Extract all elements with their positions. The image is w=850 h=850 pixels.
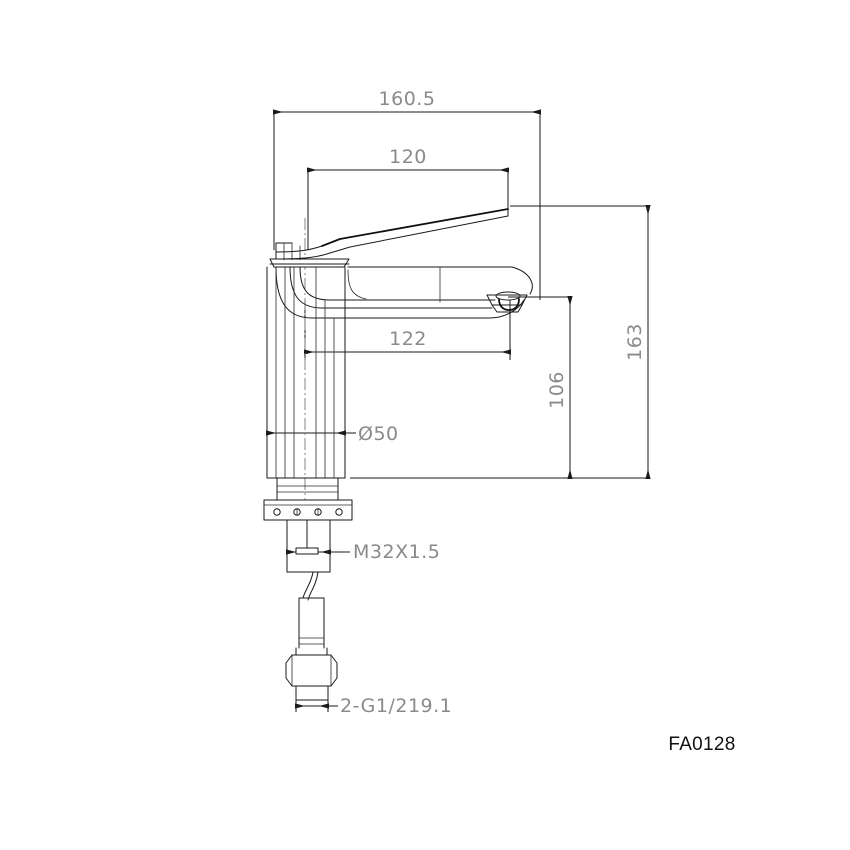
faucet-body-cylinder	[266, 266, 346, 479]
dimension-mounting-thread: M32X1.5	[286, 541, 440, 563]
dimension-spout-height: 106	[350, 296, 573, 479]
dimension-label-handle-reach: 120	[389, 146, 427, 168]
handle-base-cap	[269, 242, 350, 268]
supply-tube	[298, 597, 325, 649]
dimension-label-overall-height: 163	[624, 323, 646, 361]
spout-aerator	[486, 291, 528, 313]
dimension-supply-thread: 2-G1/219.1	[295, 690, 452, 717]
part-number-label: FA0128	[668, 734, 735, 755]
mounting-shank	[276, 477, 339, 501]
dimension-handle-reach: 120	[307, 146, 509, 250]
dimension-label-mounting-thread: M32X1.5	[353, 541, 440, 563]
supply-inlet-thread	[295, 685, 329, 701]
mounting-plate	[263, 499, 353, 521]
faucet-assembly	[263, 208, 533, 701]
dimension-overall-reach: 160.5	[273, 88, 541, 300]
dimension-label-supply-thread: 2-G1/219.1	[340, 695, 452, 717]
lever-handle	[275, 208, 509, 260]
supply-hose	[302, 571, 319, 601]
dimension-label-base-diameter: Ø50	[358, 423, 399, 445]
spout-body	[275, 266, 533, 319]
dimension-base-diameter: Ø50	[266, 423, 399, 445]
dimension-spout-reach: 122	[304, 300, 511, 360]
supply-hex-nut	[285, 647, 338, 687]
dimension-label-overall-reach: 160.5	[379, 88, 436, 110]
dimension-label-spout-height: 106	[546, 371, 568, 409]
dimension-label-spout-reach: 122	[389, 328, 427, 350]
threaded-shank	[286, 519, 331, 573]
